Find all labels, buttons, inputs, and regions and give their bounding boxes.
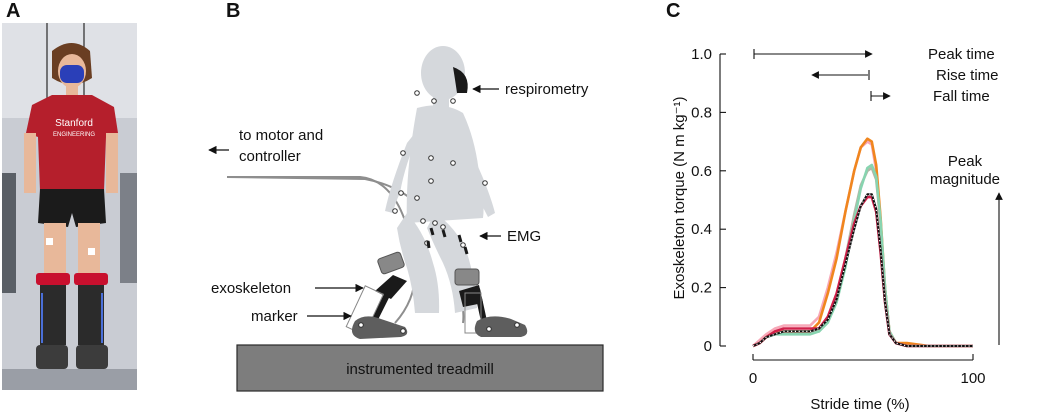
x-tick-label: 0 — [749, 370, 757, 387]
exo-frame-left — [40, 285, 66, 345]
motor-label-line1: to motor and — [239, 127, 323, 144]
panel-label-b: B — [226, 0, 241, 22]
chart-annotations: Peak time Rise time Fall time Peak magni… — [753, 46, 1003, 345]
emg-sensor — [46, 238, 53, 245]
experimental-setup-diagram: instrumented treadmill respirometry to m… — [208, 46, 604, 392]
motion-capture-markers — [392, 90, 488, 248]
emg-sensor — [88, 248, 95, 255]
peak-magnitude-label-1: Peak — [948, 153, 983, 170]
y-tick-label: 0.4 — [691, 221, 712, 238]
shirt-text-engineering: ENGINEERING — [53, 132, 95, 138]
exoskeleton-right — [454, 268, 528, 337]
series-dots-6 — [752, 193, 973, 347]
respirometry-label: respirometry — [505, 81, 589, 98]
emg-label: EMG — [507, 228, 541, 245]
floor — [2, 369, 137, 390]
walking-person-silhouette — [385, 46, 495, 313]
exo-cuff-left — [36, 273, 70, 285]
y-tick-label: 0.6 — [691, 163, 712, 180]
fall-time-label: Fall time — [933, 88, 990, 105]
y-tick-label: 0 — [704, 338, 712, 355]
treadmill — [236, 344, 604, 392]
shorts — [38, 189, 106, 227]
series-line-2 — [752, 137, 973, 348]
motor-label-line2: controller — [239, 148, 301, 165]
respirometry-mask — [60, 65, 84, 83]
panel-label-c: C — [666, 0, 681, 22]
x-tick-label: 100 — [960, 370, 985, 387]
treadmill-label: instrumented treadmill — [346, 361, 494, 378]
shirt-text-stanford: Stanford — [55, 118, 93, 129]
chart-series — [752, 137, 973, 348]
y-tick-label: 0.2 — [691, 280, 712, 297]
series-line-4 — [752, 163, 973, 348]
marker-label: marker — [251, 308, 298, 325]
exoskeleton-left — [345, 251, 408, 339]
shoe-right — [76, 345, 108, 369]
left-arm — [24, 133, 36, 193]
neck — [66, 85, 78, 95]
respirometry-mask-shape — [453, 67, 468, 93]
exo-frame-right — [78, 285, 104, 345]
lab-equipment — [2, 173, 16, 293]
rise-time-label: Rise time — [936, 67, 999, 84]
peak-magnitude-label-2: magnitude — [930, 171, 1000, 188]
x-axis-label: Stride time (%) — [810, 396, 909, 413]
panel-label-a: A — [6, 0, 21, 22]
series-line-5 — [752, 195, 973, 348]
chart-axes: 0 0.2 0.4 0.6 0.8 1.0 0 100 — [691, 46, 985, 387]
exoskeleton-label: exoskeleton — [211, 280, 291, 297]
y-tick-label: 0.8 — [691, 104, 712, 121]
lab-equipment-right — [120, 173, 137, 283]
right-arm — [106, 133, 118, 193]
series-line-3 — [752, 166, 973, 348]
shoe-left — [36, 345, 68, 369]
participant-photo: Stanford ENGINEERING — [2, 23, 137, 390]
emg-sensors — [426, 227, 469, 255]
peak-time-label: Peak time — [928, 46, 995, 63]
exo-cuff-right — [74, 273, 108, 285]
series-line-6 — [752, 193, 973, 347]
exoskeleton-torque-chart: 0 0.2 0.4 0.6 0.8 1.0 0 100 Peak time Rise time… — [671, 46, 1003, 413]
red-shirt — [26, 95, 118, 191]
y-axis-label: Exoskeleton torque (N m kg⁻¹) — [671, 97, 688, 300]
y-tick-label: 1.0 — [691, 46, 712, 63]
